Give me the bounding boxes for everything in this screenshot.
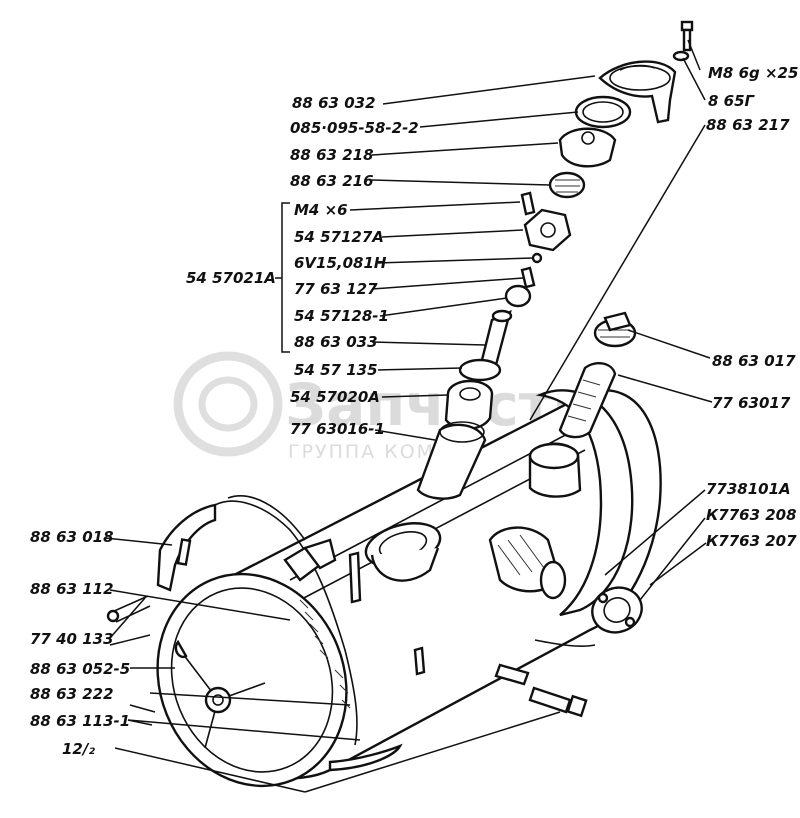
drain-plug: [528, 686, 588, 718]
label-5457135: 54 57 135: [294, 361, 378, 379]
label-8863222: 88 63 222: [30, 685, 114, 703]
watermark-logo-icon: [173, 351, 283, 457]
label-7763017: 77 63017: [712, 394, 791, 412]
label-122: 12/₂: [62, 740, 95, 758]
small-screw: [520, 191, 536, 216]
filler-neck: [364, 522, 442, 582]
label-7738101a: 7738101А: [706, 480, 791, 498]
label-8863033: 88 63 033: [294, 333, 378, 351]
label-8863017: 88 63 017: [712, 352, 796, 370]
label-k7763207: К7763 207: [706, 532, 797, 550]
label-8863217: 88 63 217: [706, 116, 790, 134]
label-7763016: 77 63016-1: [290, 420, 385, 438]
tank-boss: [528, 442, 582, 498]
label-m86g25: M8 6g ×25: [708, 64, 798, 82]
part-labels: 88 63 032 085·095-58-2-2 88 63 218 88 63…: [30, 64, 798, 758]
outlet-flange: [591, 586, 643, 634]
cover-plate: [558, 127, 617, 168]
filler-cap: [593, 311, 637, 348]
label-8863018: 88 63 018: [30, 528, 114, 546]
cap-bolt: [672, 20, 694, 62]
label-865g: 8 65Г: [708, 92, 756, 110]
valve-gasket: [458, 358, 502, 382]
label-7763127: 77 63 127: [294, 280, 378, 298]
label-5457127a: 54 57127А: [294, 228, 384, 246]
hex-nut: [523, 208, 572, 252]
side-outlet: [488, 526, 567, 600]
cap-bracket: [598, 60, 677, 124]
label-8863052: 88 63 052-5: [30, 660, 130, 678]
label-5457021a: 54 57021А: [186, 269, 276, 287]
label-8863112: 88 63 112: [30, 580, 114, 598]
label-k7763208: К7763 208: [706, 506, 797, 524]
threaded-nut: [548, 171, 586, 199]
label-m4x6: M4 ×6: [294, 201, 348, 219]
stud-bolt: [348, 551, 362, 604]
label-8863218: 88 63 218: [290, 146, 374, 164]
label-8863113: 88 63 113-1: [30, 712, 130, 730]
label-5457020a: 54 57020А: [290, 388, 380, 406]
label-7740133: 77 40 133: [30, 630, 114, 648]
filler-tube: [558, 362, 617, 439]
label-6v15081n: 6V15,081Н: [294, 254, 387, 272]
label-8863032: 88 63 032: [292, 94, 376, 112]
breather-tube: [416, 421, 487, 500]
label-085095582: 085·095-58-2-2: [290, 119, 419, 137]
bushing: [504, 284, 532, 308]
label-5457128: 54 57128-1: [294, 307, 389, 325]
label-8863216: 88 63 216: [290, 172, 374, 190]
valve-housing: [444, 379, 494, 430]
leader-lines: [104, 39, 713, 793]
